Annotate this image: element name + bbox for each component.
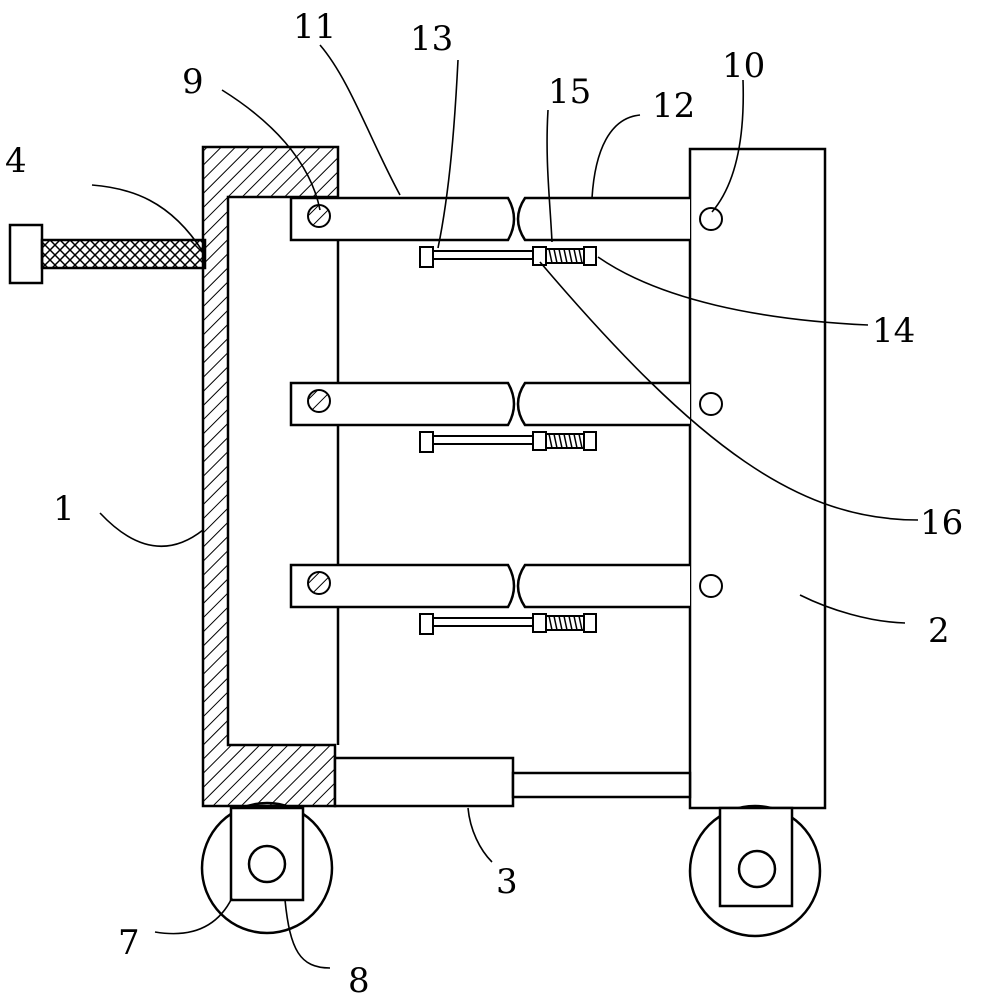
spring-coil [578,433,583,449]
rod [432,617,534,627]
label-2: 2 [928,611,950,651]
left-pin [307,571,331,595]
label-11: 11 [293,7,336,47]
spring-coil [563,248,568,264]
spring-coil [548,615,553,631]
left-arm [289,381,516,427]
adjusting-screw [8,223,207,285]
right-plate [688,147,827,810]
spring-coil [563,615,568,631]
spring-coil [568,615,573,631]
rod-block [419,431,434,453]
spring-coil [573,433,578,449]
bottom-cylinder [333,756,692,808]
spring-coil [578,615,583,631]
label-4: 4 [5,141,27,181]
right-pin [699,207,723,231]
spring-coil [563,433,568,449]
rod-stop [532,246,547,266]
label-14: 14 [872,311,915,351]
spring-coil [573,615,578,631]
rod-block [419,613,434,635]
right-pin [699,392,723,416]
label-10: 10 [722,46,765,86]
spring-coil [548,248,553,264]
left-arm [289,563,516,609]
rod [432,250,534,260]
spring-coil [558,615,563,631]
spring-coil [553,248,558,264]
label-12: 12 [652,86,695,126]
right-arm [516,196,690,242]
label-15: 15 [548,72,591,112]
rod-stop [532,431,547,451]
spring-block [583,431,597,451]
spring-coil [568,248,573,264]
spring-coil [548,433,553,449]
spring-coil [568,433,573,449]
label-1: 1 [53,489,75,529]
right-arm [516,381,690,427]
label-9: 9 [182,62,204,102]
rod [432,435,534,445]
spring-coil [558,433,563,449]
label-8: 8 [348,961,370,1000]
left-pin [307,389,331,413]
rod-stop [532,613,547,633]
label-16: 16 [920,503,963,543]
spring-coil [553,615,558,631]
spring-coil [553,433,558,449]
label-7: 7 [118,923,140,963]
left-wheel [200,801,334,935]
left-arm [289,196,516,242]
leader-lines [91,44,919,969]
rod-block [419,246,434,268]
spring-block [583,246,597,266]
spring-coil [578,248,583,264]
spring-coil [573,248,578,264]
right-arm [516,563,690,609]
spring-block [583,613,597,633]
clamp-arm-rows [289,196,723,635]
part-labels: 4 9 11 13 15 12 10 14 16 1 2 3 7 8 [5,7,963,1000]
right-pin [699,574,723,598]
label-13: 13 [410,19,453,59]
right-wheel [688,804,822,938]
spring-coil [558,248,563,264]
label-3: 3 [496,862,518,902]
left-frame [201,145,340,808]
